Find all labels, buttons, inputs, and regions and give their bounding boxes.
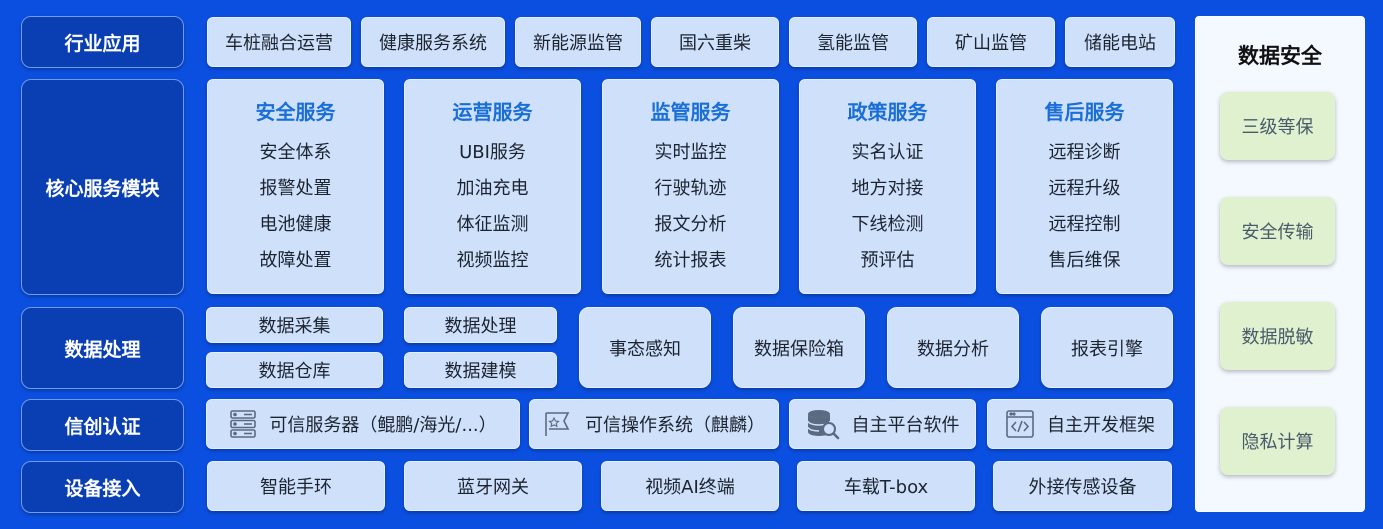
data-processing-item: 数据处理 — [404, 307, 557, 343]
core-module-item: 安全体系 — [259, 142, 332, 163]
device-item: 蓝牙网关 — [404, 461, 582, 511]
device-item: 外接传感设备 — [993, 461, 1172, 511]
core-module-item: 远程升级 — [1048, 178, 1121, 199]
security-item: 数据脱敏 — [1220, 302, 1335, 370]
core-module-item: 体征监测 — [456, 214, 529, 235]
industry-app-item: 矿山监管 — [927, 17, 1055, 67]
core-module-item: 地方对接 — [851, 178, 924, 199]
core-module-title: 运营服务 — [452, 100, 533, 124]
core-module-item: 售后维保 — [1048, 250, 1121, 271]
core-module-title: 安全服务 — [255, 100, 336, 124]
data-processing-item: 事态感知 — [579, 307, 711, 388]
core-module-title: 政策服务 — [847, 100, 928, 124]
core-module-item: 统计报表 — [654, 250, 727, 271]
xinchuang-label: 可信操作系统（麒麟） — [585, 415, 765, 436]
data-processing-item: 数据保险箱 — [733, 307, 865, 388]
data-security-title: 数据安全 — [1238, 44, 1322, 68]
core-module-operation: 运营服务 UBI服务 加油充电 体征监测 视频监控 — [404, 79, 581, 294]
core-module-safety: 安全服务 安全体系 报警处置 电池健康 故障处置 — [207, 79, 384, 294]
industry-app-item: 氢能监管 — [789, 17, 917, 67]
core-module-item: 视频监控 — [456, 250, 529, 271]
core-module-aftersales: 售后服务 远程诊断 远程升级 远程控制 售后维保 — [996, 79, 1173, 294]
core-module-item: 电池健康 — [259, 214, 332, 235]
xinchuang-item: 可信服务器（鲲鹏/海光/...） — [206, 399, 520, 449]
xinchuang-label: 自主平台软件 — [851, 415, 960, 436]
data-processing-item: 数据采集 — [206, 307, 383, 343]
core-module-item: 预评估 — [860, 250, 915, 271]
core-module-item: 报文分析 — [654, 214, 727, 235]
industry-app-item: 储能电站 — [1065, 17, 1175, 67]
row-label-xinchuang: 信创认证 — [21, 399, 184, 451]
industry-app-item: 新能源监管 — [515, 17, 641, 67]
data-processing-item: 数据分析 — [887, 307, 1019, 388]
core-module-item: 远程诊断 — [1048, 142, 1121, 163]
xinchuang-item: 自主开发框架 — [987, 399, 1173, 449]
core-module-item: 加油充电 — [456, 178, 529, 199]
core-module-item: 报警处置 — [259, 178, 332, 199]
os-flag-icon — [543, 410, 573, 438]
core-module-supervision: 监管服务 实时监控 行驶轨迹 报文分析 统计报表 — [602, 79, 779, 294]
data-processing-item: 数据建模 — [404, 352, 557, 388]
xinchuang-label: 可信服务器（鲲鹏/海光/...） — [269, 415, 497, 436]
row-label-core: 核心服务模块 — [21, 79, 184, 295]
code-window-icon — [1005, 409, 1035, 439]
security-item: 隐私计算 — [1220, 407, 1335, 475]
core-module-item: 远程控制 — [1048, 214, 1121, 235]
industry-app-item: 健康服务系统 — [361, 17, 505, 67]
xinchuang-item: 可信操作系统（麒麟） — [529, 399, 779, 449]
xinchuang-label: 自主开发框架 — [1047, 415, 1155, 436]
data-processing-item: 报表引擎 — [1041, 307, 1173, 388]
industry-app-item: 国六重柴 — [651, 17, 779, 67]
row-label-device: 设备接入 — [21, 461, 184, 513]
core-module-item: 下线检测 — [851, 214, 924, 235]
data-processing-item: 数据仓库 — [206, 352, 383, 388]
core-module-title: 监管服务 — [650, 100, 731, 124]
core-module-item: 故障处置 — [259, 250, 332, 271]
security-item: 安全传输 — [1220, 197, 1335, 265]
xinchuang-item: 自主平台软件 — [789, 399, 976, 449]
core-module-item: 实名认证 — [851, 142, 924, 163]
core-module-item: UBI服务 — [459, 142, 526, 163]
device-item: 车载T-box — [797, 461, 975, 511]
device-item: 智能手环 — [207, 461, 385, 511]
row-label-industry: 行业应用 — [21, 16, 184, 68]
row-label-data: 数据处理 — [21, 307, 184, 389]
core-module-item: 实时监控 — [654, 142, 727, 163]
core-module-policy: 政策服务 实名认证 地方对接 下线检测 预评估 — [799, 79, 976, 294]
server-icon — [229, 409, 257, 439]
core-module-item: 行驶轨迹 — [654, 178, 727, 199]
security-item: 三级等保 — [1220, 92, 1335, 160]
core-module-title: 售后服务 — [1044, 100, 1125, 124]
industry-app-item: 车桩融合运营 — [207, 17, 351, 67]
database-search-icon — [806, 408, 840, 440]
device-item: 视频AI终端 — [601, 461, 779, 511]
